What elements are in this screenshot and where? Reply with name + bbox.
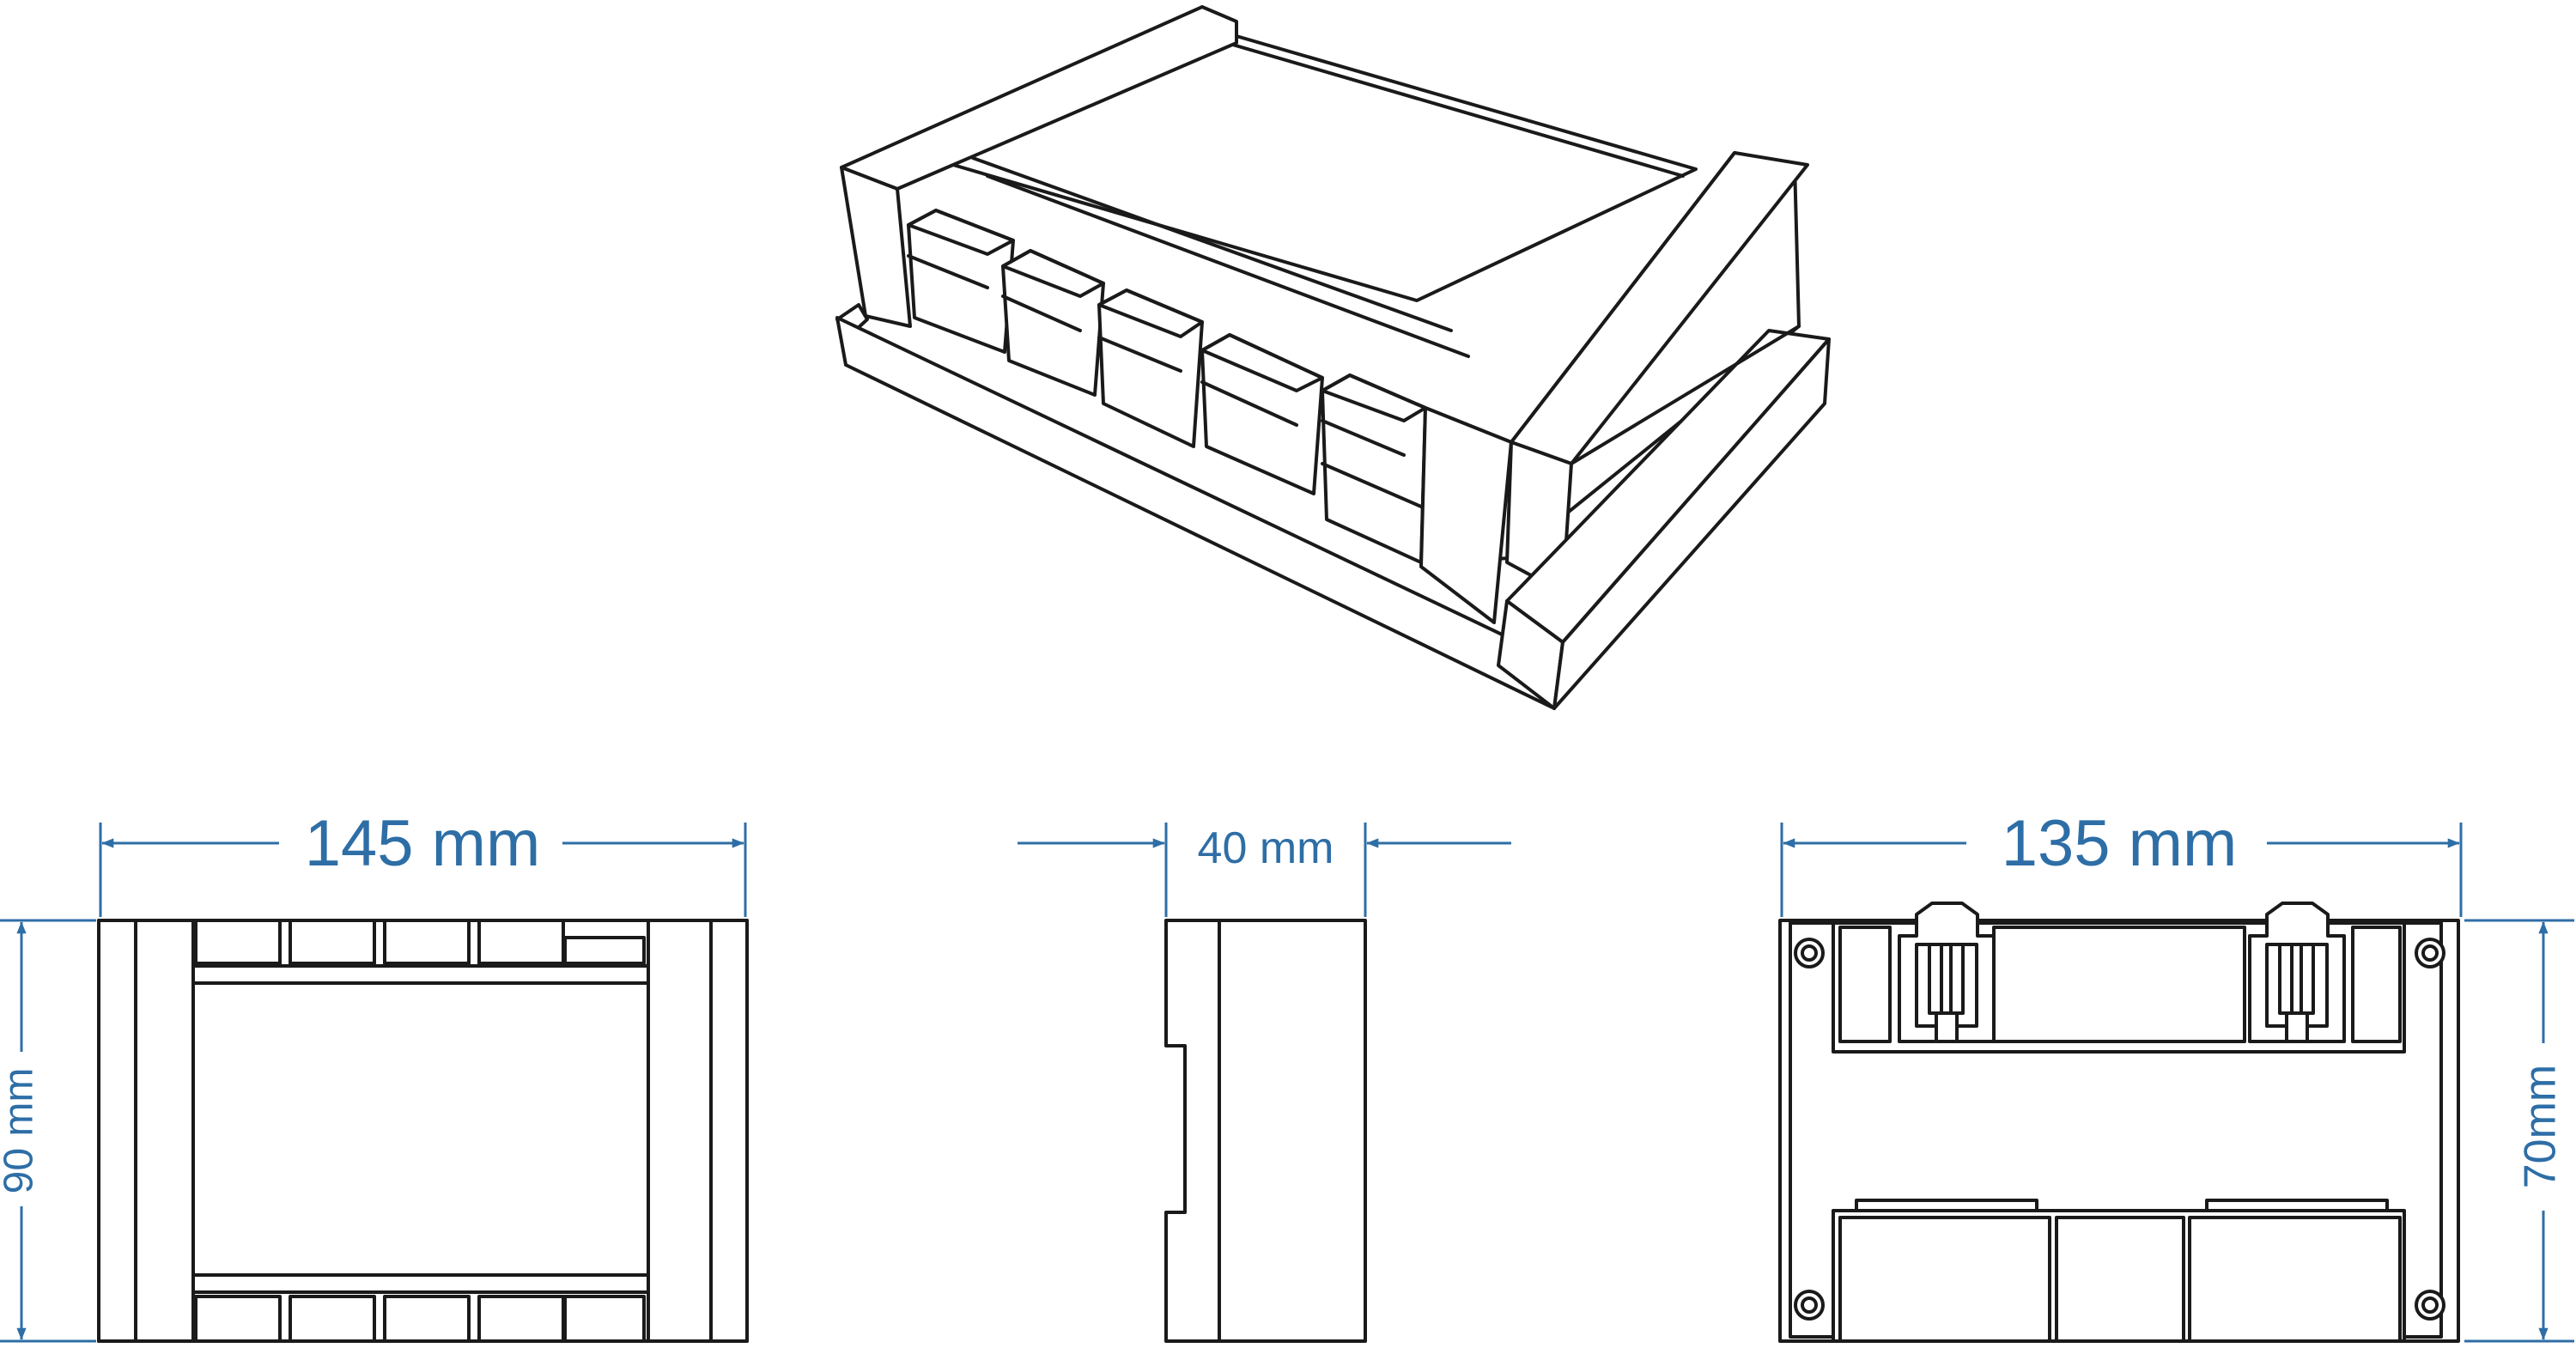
isometric-view (835, 5, 1831, 710)
back-width-label: 135 mm (2002, 807, 2238, 880)
front-left-rail (97, 919, 195, 1343)
back-height-dimension: 70mm (2464, 919, 2574, 1343)
front-top-terminals (194, 919, 646, 965)
mounting-holes (1794, 938, 2445, 1321)
front-width-label: 145 mm (305, 807, 541, 880)
back-view (1778, 902, 2460, 1343)
side-body (1164, 919, 1367, 1343)
front-width-dimension: 145 mm (99, 807, 747, 917)
front-height-dimension: 90 mm (0, 919, 96, 1343)
iso-right-rail-front (1419, 406, 1513, 624)
front-bottom-terminals (194, 1295, 646, 1343)
front-height-label: 90 mm (0, 1068, 42, 1194)
side-depth-label: 40 mm (1198, 823, 1334, 873)
side-depth-dimension: 40 mm (1018, 823, 1511, 917)
back-left-clip (1898, 902, 1996, 1043)
iso-right-foot-side (1552, 337, 1831, 710)
back-height-label: 70mm (2516, 1065, 2566, 1188)
back-width-dimension: 135 mm (1780, 807, 2463, 917)
front-right-rail (647, 919, 749, 1343)
front-body (97, 919, 749, 1343)
back-right-clip (2248, 902, 2346, 1043)
iso-left-rail-face (840, 166, 912, 328)
iso-terminal-blocks (907, 209, 1427, 564)
side-view (1164, 919, 1367, 1343)
front-view (97, 919, 749, 1343)
